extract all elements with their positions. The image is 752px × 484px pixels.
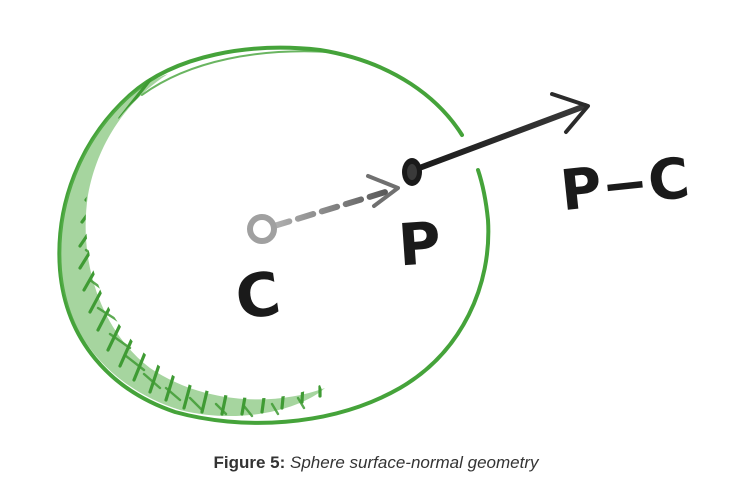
surface-point-marker: [402, 158, 422, 186]
figure-caption: Figure 5: Sphere surface-normal geometry: [0, 453, 752, 473]
point-label: P: [396, 209, 443, 280]
center-to-point-arrow: [271, 174, 400, 229]
caption-text: Sphere surface-normal geometry: [290, 453, 539, 472]
normal-label: P−C: [557, 146, 692, 224]
surface-normal-arrow: [411, 92, 590, 173]
caption-label: Figure 5:: [213, 453, 286, 472]
center-point-marker: [247, 214, 277, 244]
sphere-normal-diagram: C P P−C: [57, 45, 693, 425]
center-label: C: [231, 259, 284, 334]
sphere-outline: [57, 45, 491, 425]
